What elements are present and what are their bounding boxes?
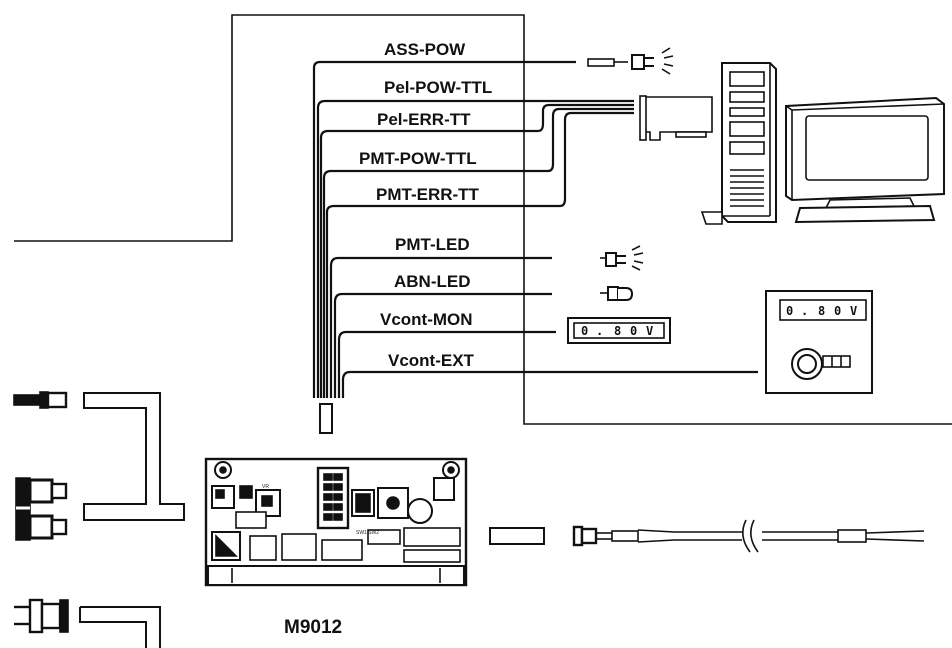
sensor-cable-icon [572, 519, 925, 553]
meter-digit: . [801, 304, 808, 318]
bracket-bottom [79, 606, 161, 648]
board-switch-label: SW1 SW2 [356, 530, 379, 536]
panel-digit: V [646, 324, 653, 338]
wire-harness [312, 60, 758, 398]
signal-label: ASS-POW [384, 40, 466, 59]
signal-label: PMT-LED [395, 235, 470, 254]
control-box-display: 0 . 8 0 V [786, 304, 857, 318]
monitor-icon [785, 96, 945, 224]
left-connector-icon [13, 391, 68, 409]
panel-digit: 0 [581, 324, 588, 338]
meter-digit: 0 [786, 304, 793, 318]
signal-label: ABN-LED [394, 272, 471, 291]
multi-connector-icon [15, 477, 68, 541]
module-label: M9012 [284, 617, 342, 638]
signal-label: Vcont-MON [380, 310, 473, 329]
signal-label: PMT-ERR-TT [376, 185, 480, 204]
pc-tower-icon [700, 62, 777, 225]
bracket-top [83, 392, 185, 521]
boundary-line [14, 14, 952, 425]
meter-digit: 8 [818, 304, 825, 318]
panel-meter-icon [567, 317, 671, 344]
power-plug-icon [14, 598, 69, 634]
interface-card-icon [639, 95, 713, 141]
harness-connector [319, 403, 333, 434]
signal-label: Pel-ERR-TT [377, 110, 471, 129]
board-vr-label: VR [262, 484, 269, 490]
abn-led-plug-icon [600, 286, 634, 301]
signal-label: Vcont-EXT [388, 351, 475, 370]
panel-digit: 0 [630, 324, 637, 338]
control-box-icon [765, 290, 873, 394]
cable-adapter [489, 527, 545, 545]
meter-digit: V [850, 304, 857, 318]
signal-label: PMT-POW-TTL [359, 149, 477, 168]
pmt-led-plug-icon [600, 245, 644, 271]
m9012-board [204, 457, 468, 587]
panel-meter-display: 0 . 8 0 V [581, 324, 653, 338]
meter-digit: 0 [834, 304, 841, 318]
signal-label: Pel-POW-TTL [384, 78, 492, 97]
panel-digit: . [596, 324, 603, 338]
panel-digit: 8 [614, 324, 621, 338]
assist-power-plug-icon [587, 47, 674, 75]
